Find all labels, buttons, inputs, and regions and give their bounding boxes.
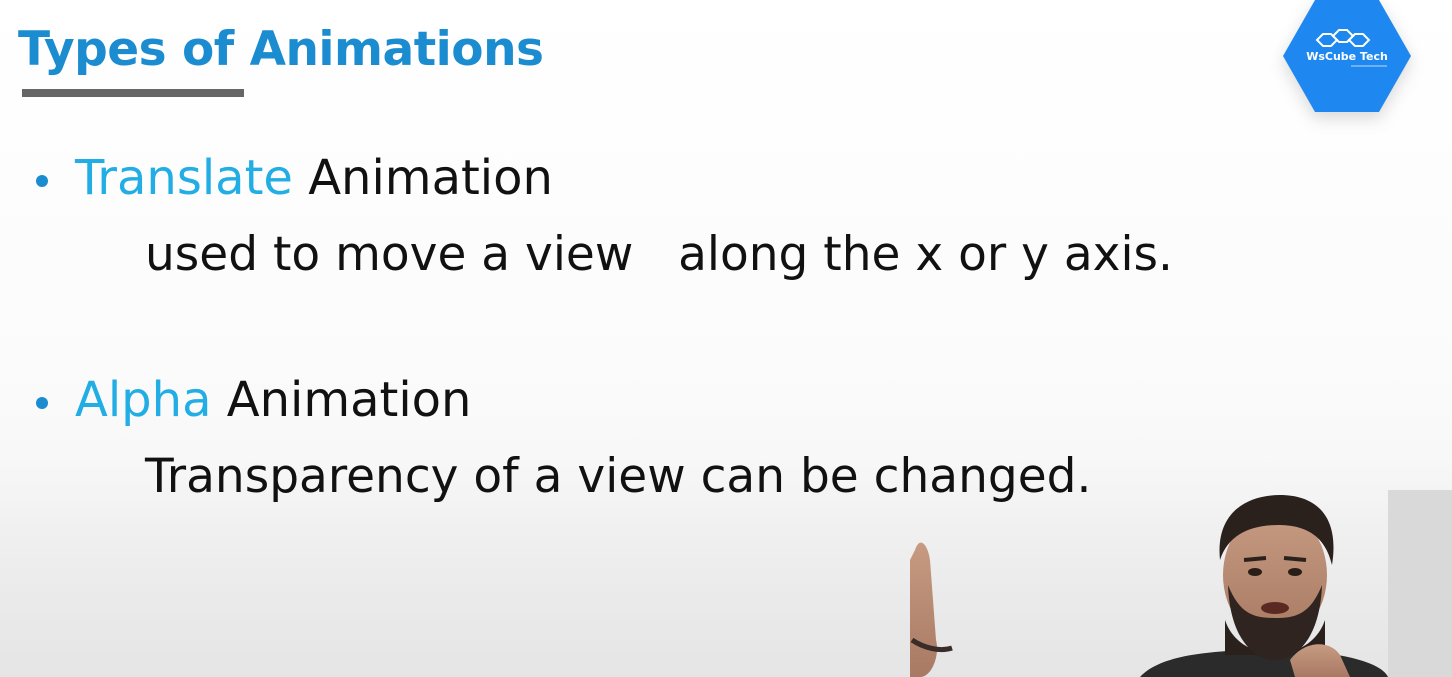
hair [1219,495,1334,565]
bullet-heading-translate: Translate Animation [75,150,553,206]
bullet-keyword: Translate [75,150,293,206]
bullet-point-icon [36,397,48,409]
gesturing-hand [1290,644,1350,677]
hexagon-logo-icon [1283,0,1411,112]
bullet-description: used to move a view along the x or y axi… [145,227,1173,282]
raised-hand [910,542,938,677]
brand-logo: WsCube Tech [1283,0,1411,112]
presenter-webcam [910,490,1452,677]
beard [1228,585,1322,660]
bullet-heading-rest: Animation [292,150,553,206]
cube-cluster-icon [1315,29,1371,47]
title-underline [22,89,244,97]
slide-title: Types of Animations [18,22,544,77]
face [1223,510,1327,640]
bullet-heading-rest: Animation [211,372,472,428]
wrist-band [910,637,953,653]
bullet-keyword: Alpha [75,372,212,428]
bullet-description: Transparency of a view can be changed. [145,449,1092,504]
bullet-heading-alpha: Alpha Animation [75,372,471,428]
logo-brand-text: WsCube Tech [1306,50,1388,63]
bullet-point-icon [36,175,48,187]
